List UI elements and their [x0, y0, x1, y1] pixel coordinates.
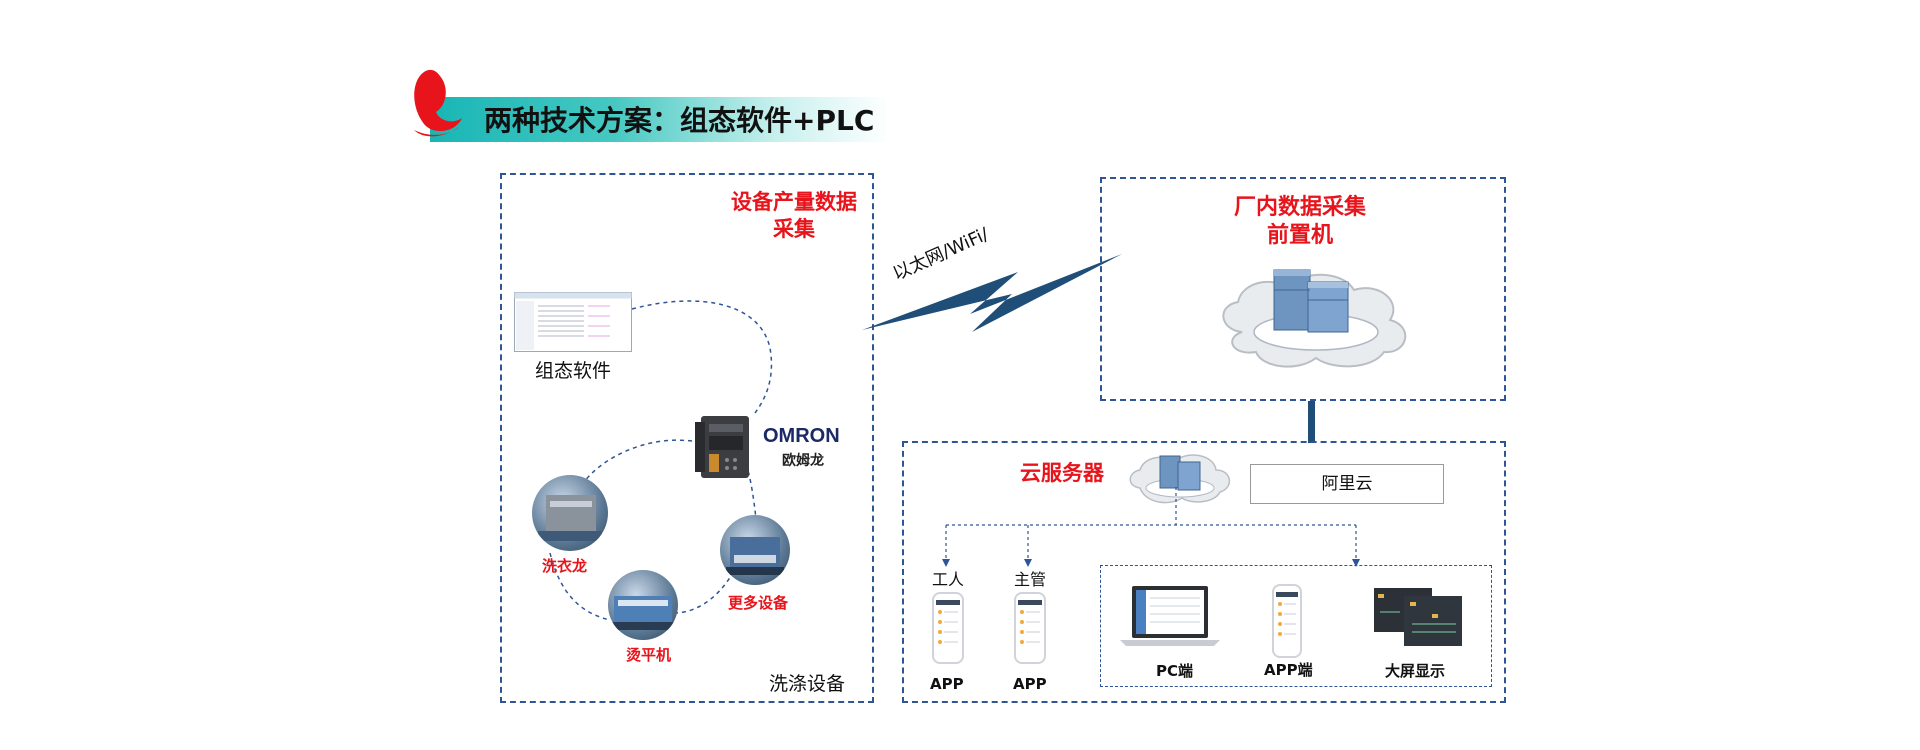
cloud-server-title: 云服务器	[1020, 461, 1104, 485]
device-label-more: 更多设备	[728, 594, 789, 612]
software-label: 组态软件	[535, 360, 612, 382]
client-label-screen: 大屏显示	[1385, 662, 1446, 680]
laptop-icon	[1120, 586, 1220, 646]
equipment-box-title: 设备产量数据 采集	[731, 190, 857, 241]
manager-app-label: APP	[1013, 675, 1047, 693]
gateway-box	[1100, 177, 1506, 401]
clients-box	[1100, 565, 1492, 687]
title-banner	[430, 97, 890, 142]
lightning-icon	[862, 254, 1122, 332]
equipment-box	[500, 173, 874, 703]
gateway-cloud-connector	[1308, 401, 1315, 443]
page-title: 两种技术方案：组态软件+PLC	[484, 104, 875, 137]
gateway-box-title: 厂内数据采集 前置机	[1233, 195, 1366, 248]
cloud-server-icon	[1129, 454, 1230, 504]
device-photo-washer	[532, 475, 608, 551]
monitor-icon	[1374, 588, 1462, 646]
phone-icon	[1014, 592, 1046, 664]
device-label-washer: 洗衣龙	[542, 557, 588, 575]
role-worker: 工人	[932, 570, 965, 589]
phone-icon	[1272, 584, 1302, 658]
client-label-app: APP端	[1264, 661, 1313, 679]
server-icon	[1273, 269, 1349, 333]
provider-box: 阿里云	[1250, 464, 1444, 504]
client-label-pc: PC端	[1156, 662, 1194, 680]
equipment-footer-label: 洗涤设备	[769, 673, 846, 695]
plc-brand: OMRON	[763, 425, 840, 447]
logo-icon	[414, 69, 462, 137]
distribution-lines	[942, 487, 1360, 567]
device-photo-more	[720, 515, 790, 585]
phone-icon	[932, 592, 964, 664]
role-manager: 主管	[1014, 570, 1047, 589]
plc-brand-cn: 欧姆龙	[782, 453, 824, 469]
plc-icon	[695, 416, 749, 478]
cloud-server-box	[902, 441, 1506, 703]
worker-app-label: APP	[930, 675, 964, 693]
device-label-ironer: 烫平机	[626, 646, 672, 664]
device-photo-ironer	[608, 570, 678, 640]
software-screenshot	[514, 292, 632, 352]
